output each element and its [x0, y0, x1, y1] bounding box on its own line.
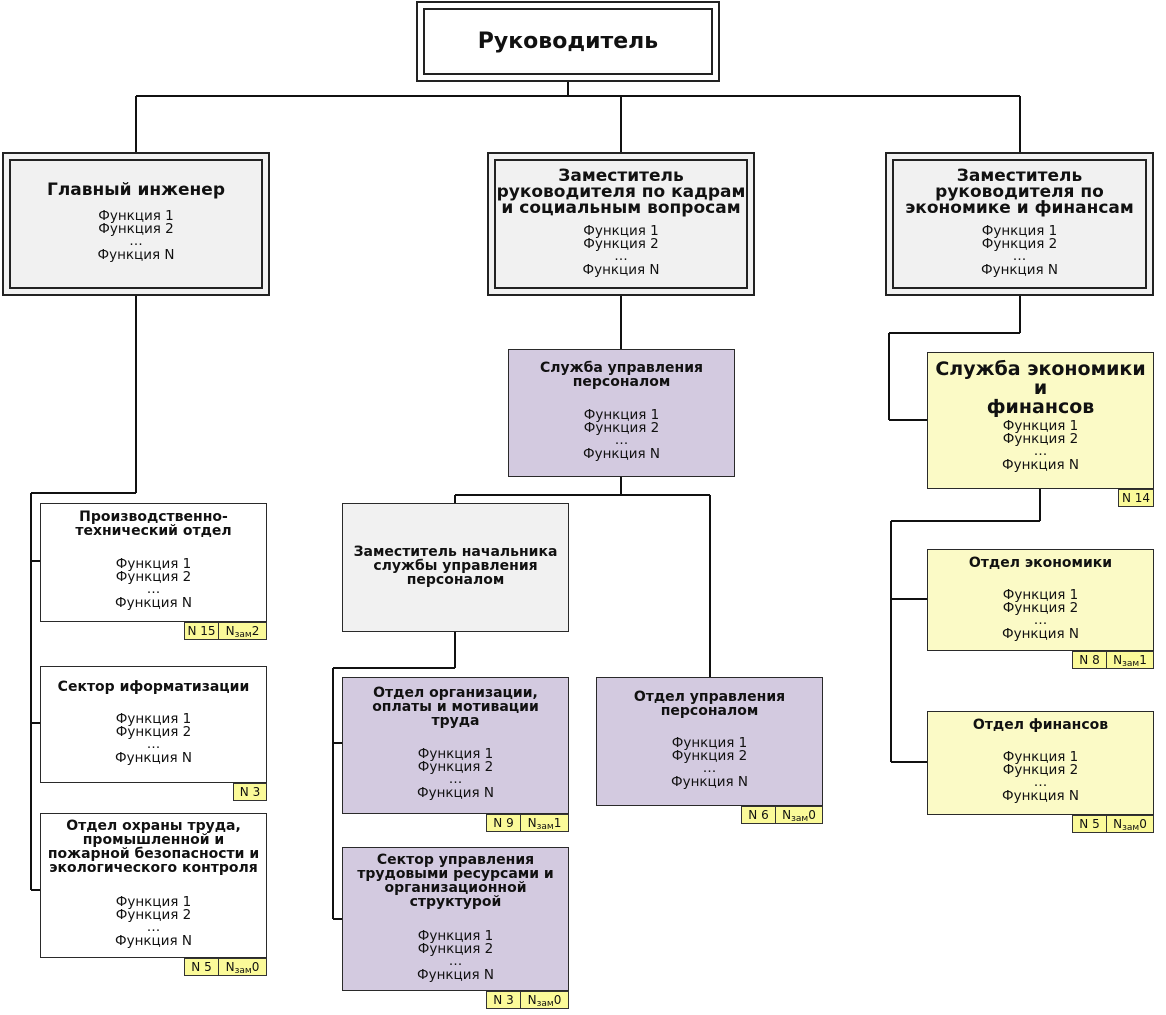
hr-service-title: Служба управления персоналом: [539, 360, 704, 390]
econ-service-badge: N 14: [1118, 489, 1154, 507]
deputy-hr-title: Заместитель руководителя по кадрам и соц…: [496, 166, 746, 218]
labor-org-title: Отдел организации, оплаты и мотивации тр…: [372, 685, 539, 729]
econ-dept-badge-nzam: Nзам1: [1106, 651, 1154, 669]
econ-dept-badge-n: N 8: [1072, 651, 1107, 669]
deputy-hr-head-title: Заместитель начальника службы управления…: [353, 544, 558, 588]
it-sector-badge-n: N 3: [233, 783, 267, 801]
labor-org-functions: Функция 1 Функция 2 … Функция N: [416, 746, 495, 801]
fin-dept-title: Отдел финансов: [972, 717, 1109, 733]
hr-service-box: Служба управления персоналом Функция 1 Ф…: [508, 349, 735, 477]
deputy-econ-title: Заместитель руководителя по экономике и …: [905, 166, 1134, 218]
prod-tech-title: Производственно- технический отдел: [75, 509, 232, 539]
labor-res-badge-n: N 3: [486, 991, 521, 1009]
labor-res-functions: Функция 1 Функция 2 … Функция N: [416, 928, 495, 983]
fin-dept-functions: Функция 1 Функция 2 … Функция N: [1001, 749, 1080, 804]
prod-tech-functions: Функция 1 Функция 2 … Функция N: [114, 556, 193, 611]
chief-engineer-title: Главный инженер: [46, 180, 225, 200]
safety-dept-box: Отдел охраны труда, промышленной и пожар…: [40, 813, 267, 958]
labor-res-title: Сектор управления трудовыми ресурсами и …: [357, 852, 554, 910]
hr-dept-box: Отдел управления персоналом Функция 1 Фу…: [596, 677, 823, 806]
chief-engineer-functions: Функция 1 Функция 2 … Функция N: [97, 208, 175, 263]
econ-service-box: Служба экономики и финансов Функция 1 Фу…: [927, 352, 1154, 489]
hr-service-functions: Функция 1 Функция 2 … Функция N: [582, 407, 661, 462]
hr-dept-badge-n: N 6: [741, 806, 776, 824]
labor-res-badge-nzam: Nзам0: [520, 991, 569, 1009]
chief-engineer-box: Главный инженер Функция 1 Функция 2 … Фу…: [2, 152, 270, 296]
labor-res-box: Сектор управления трудовыми ресурсами и …: [342, 847, 569, 991]
econ-dept-functions: Функция 1 Функция 2 … Функция N: [1001, 587, 1080, 642]
root-box: Руководитель: [416, 1, 720, 82]
root-title: Руководитель: [477, 29, 659, 54]
deputy-econ-box: Заместитель руководителя по экономике и …: [885, 152, 1154, 296]
econ-dept-box: Отдел экономики Функция 1 Функция 2 … Фу…: [927, 549, 1154, 651]
hr-dept-functions: Функция 1 Функция 2 … Функция N: [670, 735, 749, 790]
hr-dept-title: Отдел управления персоналом: [633, 689, 786, 719]
econ-service-title: Служба экономики и финансов: [935, 358, 1146, 418]
hr-dept-badge-nzam: Nзам0: [775, 806, 823, 824]
fin-dept-badge-n: N 5: [1072, 815, 1107, 833]
safety-dept-badge-nzam: Nзам0: [218, 958, 267, 976]
labor-org-badge-n: N 9: [486, 814, 521, 832]
it-sector-functions: Функция 1 Функция 2 … Функция N: [114, 711, 193, 766]
safety-dept-badge-n: N 5: [184, 958, 219, 976]
deputy-hr-box: Заместитель руководителя по кадрам и соц…: [487, 152, 755, 296]
safety-dept-title: Отдел охраны труда, промышленной и пожар…: [47, 818, 260, 876]
fin-dept-box: Отдел финансов Функция 1 Функция 2 … Фун…: [927, 711, 1154, 815]
econ-service-functions: Функция 1 Функция 2 … Функция N: [1001, 418, 1080, 473]
it-sector-box: Сектор иформатизации Функция 1 Функция 2…: [40, 666, 267, 783]
fin-dept-badge-nzam: Nзам0: [1106, 815, 1154, 833]
prod-tech-badge-nzam: Nзам2: [218, 622, 267, 640]
prod-tech-badge-n: N 15: [184, 622, 219, 640]
prod-tech-box: Производственно- технический отдел Функц…: [40, 503, 267, 622]
labor-org-badge-nzam: Nзам1: [520, 814, 569, 832]
safety-dept-functions: Функция 1 Функция 2 … Функция N: [114, 894, 193, 949]
deputy-hr-functions: Функция 1 Функция 2 … Функция N: [582, 223, 660, 278]
it-sector-title: Сектор иформатизации: [57, 679, 250, 695]
deputy-econ-functions: Функция 1 Функция 2 … Функция N: [980, 223, 1059, 278]
labor-org-box: Отдел организации, оплаты и мотивации тр…: [342, 677, 569, 814]
econ-dept-title: Отдел экономики: [968, 555, 1113, 571]
deputy-hr-head-box: Заместитель начальника службы управления…: [342, 503, 569, 632]
